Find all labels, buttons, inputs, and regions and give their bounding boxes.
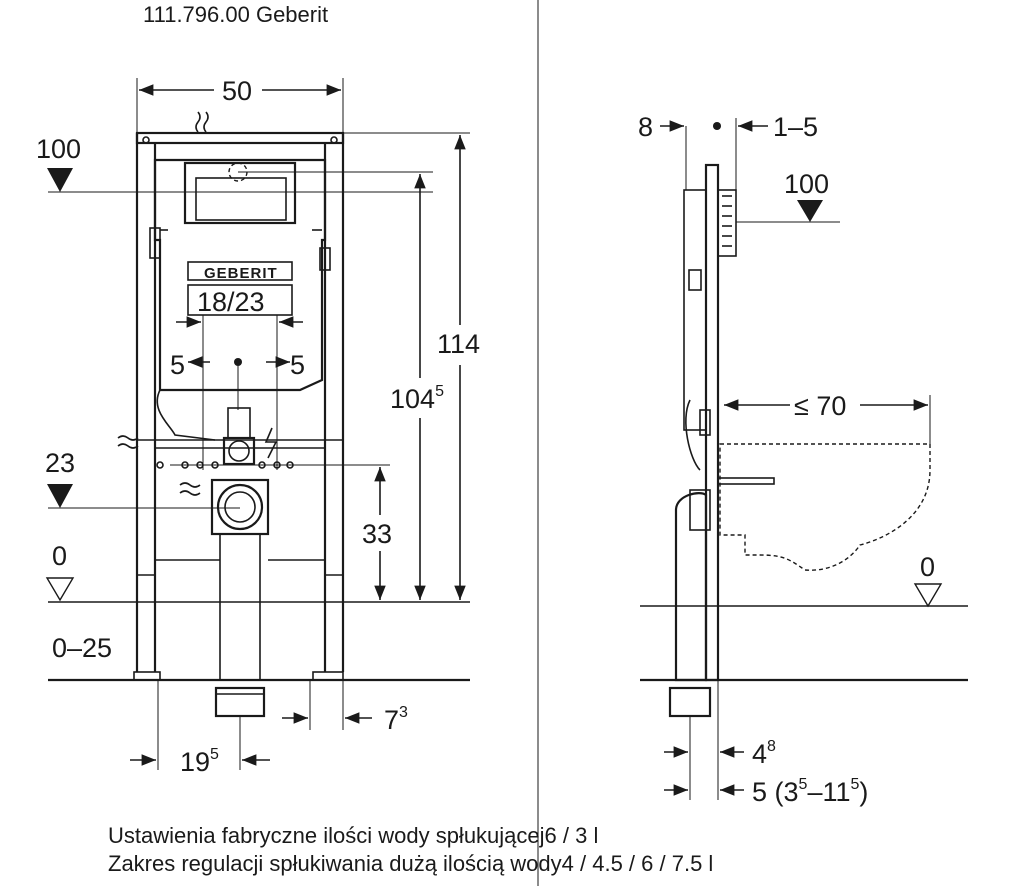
dim-width: 50 xyxy=(222,76,252,106)
dim-panel-range: 1–5 xyxy=(773,112,818,142)
level-floor-label: 0 xyxy=(52,541,67,571)
side-view: 8 1–5 100 ≤ 70 0 48 5 (35–115) xyxy=(638,112,968,807)
dim-pipe-offset-left: 5 xyxy=(170,350,185,380)
side-level-floor-marker xyxy=(913,583,943,608)
dim-bottom-depth: 48 xyxy=(752,738,776,769)
water-inlet-side-icon xyxy=(117,435,139,449)
front-view: GEBERIT xyxy=(36,76,490,777)
dim-pipe-spacing: 18/23 xyxy=(197,287,265,317)
cistern xyxy=(149,158,331,441)
dim-wall-gap: 8 xyxy=(638,112,653,142)
side-level-actuator-marker xyxy=(797,200,823,222)
water-inlet-icon xyxy=(195,111,209,133)
wc-bowl-outline xyxy=(719,443,931,571)
dim-bottom-left: 195 xyxy=(180,746,219,777)
brand-logo: GEBERIT xyxy=(204,265,278,282)
diagram-title: 111.796.00 Geberit xyxy=(143,2,329,27)
flush-pipe xyxy=(222,407,278,466)
side-level-floor-label: 0 xyxy=(920,552,935,582)
dim-bottom-right: 73 xyxy=(384,704,408,735)
dim-bowl-projection: ≤ 70 xyxy=(794,391,846,421)
level-actuator-marker xyxy=(47,168,73,192)
dim-height-total: 114 xyxy=(437,329,480,359)
dim-pipe-offset-right: 5 xyxy=(290,350,305,380)
drain-flow-icon xyxy=(179,482,201,496)
caption-factory-setting: Ustawienia fabryczne ilości wody spłukuj… xyxy=(108,823,599,848)
level-floor-marker xyxy=(45,577,75,602)
dim-height-drain: 33 xyxy=(362,519,392,549)
dim-bottom-range: 5 (35–115) xyxy=(752,776,868,807)
caption-flush-range: Zakres regulacji spłukiwania dużą ilości… xyxy=(108,851,714,876)
level-connection-label: 23 xyxy=(45,448,75,478)
side-level-actuator-label: 100 xyxy=(784,169,829,199)
side-frame xyxy=(668,163,775,718)
level-connection-marker xyxy=(47,484,73,508)
level-actuator-label: 100 xyxy=(36,134,81,164)
dim-height-actuator: 1045 xyxy=(390,383,444,414)
floor-adjust-label: 0–25 xyxy=(52,633,112,663)
